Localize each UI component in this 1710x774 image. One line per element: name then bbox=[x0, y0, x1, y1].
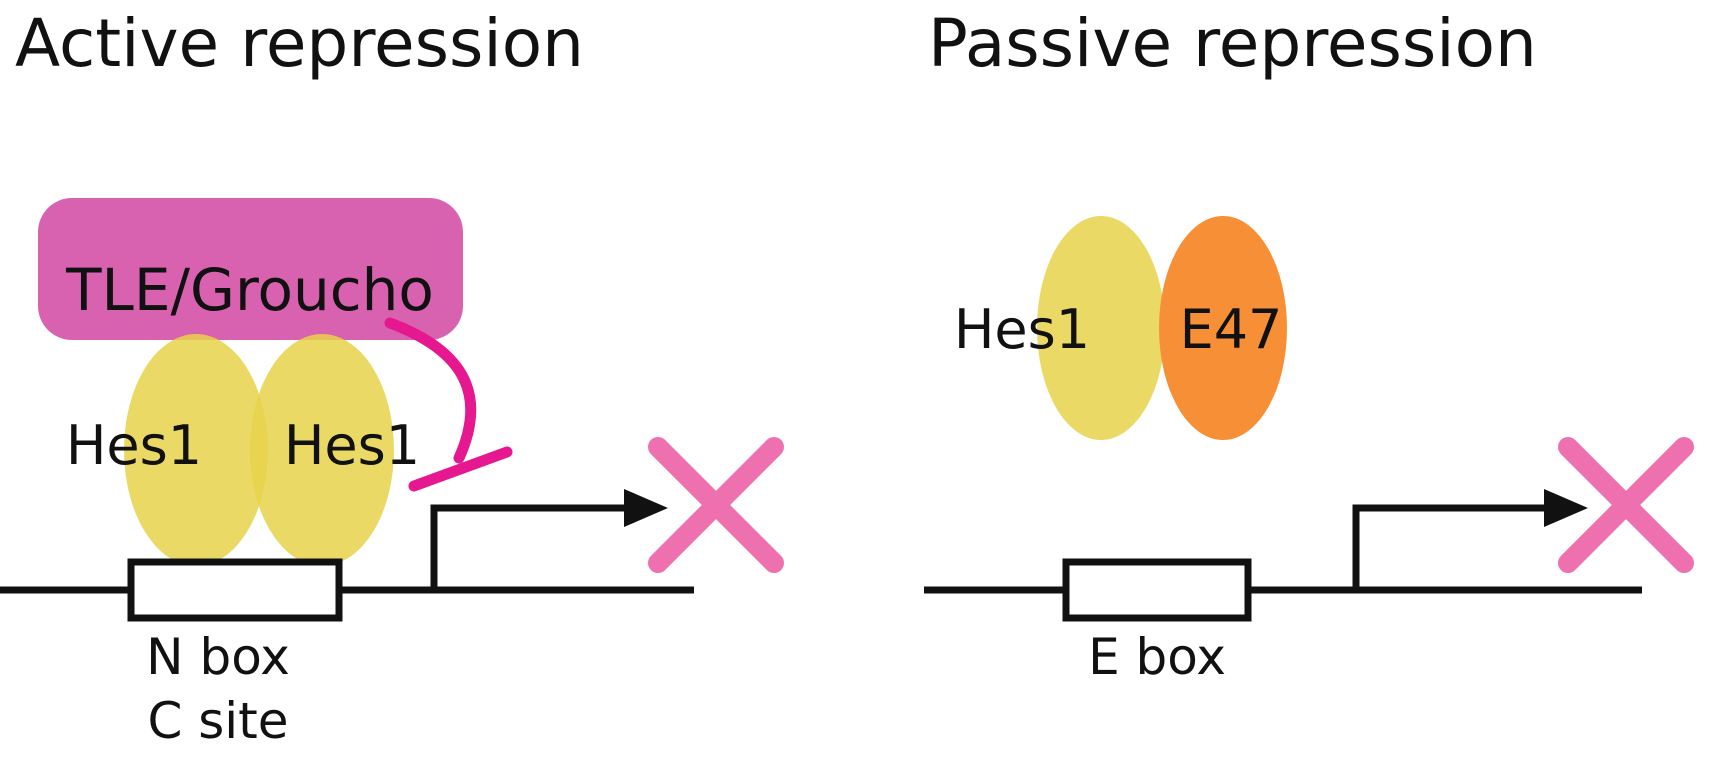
cross-stroke-2 bbox=[648, 437, 784, 573]
hes1-ellipse-passive bbox=[1037, 216, 1165, 440]
active-repression-panel: Active repression TLE/Groucho Hes1 Hes1 bbox=[0, 5, 784, 750]
transcription-arrow-right-head bbox=[1544, 489, 1588, 527]
n-box-element bbox=[127, 558, 343, 622]
e47-ellipse bbox=[1159, 216, 1287, 440]
transcription-arrow-right-shaft bbox=[1352, 504, 1548, 590]
active-panel-title: Active repression bbox=[15, 5, 584, 82]
transcription-arrow-left-head bbox=[624, 489, 668, 527]
tle-groucho-shape bbox=[38, 198, 463, 340]
hes1-label-passive: Hes1 bbox=[954, 298, 1090, 361]
e47-label: E47 bbox=[1180, 298, 1283, 361]
n-box-label: N box bbox=[146, 628, 290, 686]
hes1-label-right: Hes1 bbox=[284, 414, 420, 477]
e-box-element bbox=[1062, 558, 1252, 622]
hes1-ellipse-right bbox=[250, 334, 394, 566]
tle-groucho-label: TLE/Groucho bbox=[65, 256, 434, 324]
e-box-label: E box bbox=[1088, 628, 1226, 686]
transcription-arrow-left bbox=[430, 489, 668, 590]
inhibition-arrow bbox=[384, 317, 513, 492]
transcription-arrow-right bbox=[1352, 489, 1588, 590]
inhibition-arrow-curve bbox=[384, 317, 477, 464]
transcription-arrow-left-shaft bbox=[430, 504, 628, 590]
cross-stroke-2 bbox=[1558, 437, 1694, 573]
hes1-label-left: Hes1 bbox=[66, 414, 202, 477]
passive-panel-title: Passive repression bbox=[928, 5, 1537, 82]
inhibition-arrow-tbar bbox=[408, 446, 513, 492]
hes1-ellipse-left bbox=[124, 334, 268, 566]
c-site-label: C site bbox=[147, 692, 288, 750]
repression-cross-left bbox=[648, 437, 784, 573]
passive-repression-panel: Passive repression Hes1 E47 E box bbox=[924, 5, 1694, 686]
repression-cross-right bbox=[1558, 437, 1694, 573]
